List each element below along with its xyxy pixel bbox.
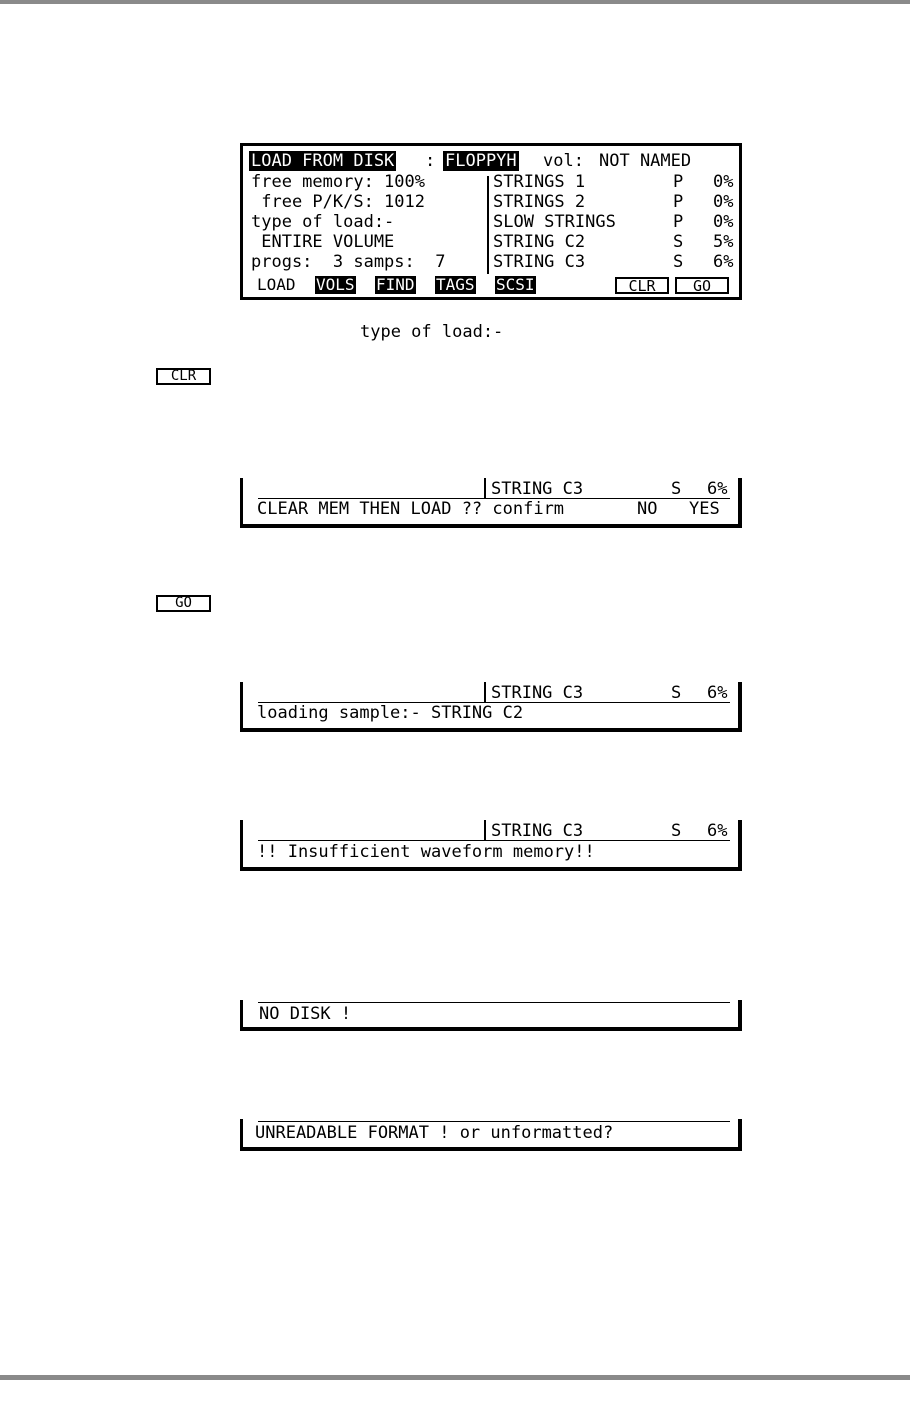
type-of-load-value[interactable]: ENTIRE VOLUME <box>251 232 395 252</box>
volume-item-list: STRINGS 1 P 0% STRINGS 2 P 0% SLOW STRIN… <box>243 172 739 1206</box>
softkey-clr[interactable]: CLR <box>615 277 669 294</box>
no-disk-display: NO DISK ! <box>240 1000 742 1031</box>
bottom-rule <box>0 1375 910 1380</box>
item-name: STRINGS 2 <box>493 192 586 212</box>
item-percent: 0% <box>713 172 734 192</box>
header-item-percent: 6% <box>707 821 728 841</box>
item-type: P <box>673 212 684 232</box>
insufficient-memory-display: STRING C3 S 6% !! Insufficient waveform … <box>240 820 742 871</box>
softkey-find[interactable]: FIND <box>375 275 416 294</box>
drive-name[interactable]: FLOPPYH <box>443 151 519 171</box>
header-item-type: S <box>671 683 682 703</box>
type-of-load-label: type of load:- <box>251 212 395 232</box>
list-item[interactable]: STRINGS 2 P 0% <box>243 192 739 746</box>
header-item-name: STRING C3 <box>491 683 584 703</box>
loading-display: STRING C3 S 6% loading sample:- STRING C… <box>240 682 742 732</box>
item-type: S <box>673 232 684 252</box>
unreadable-format-display: UNREADABLE FORMAT ! or unformatted? <box>240 1119 742 1151</box>
progs-samps-count: progs: 3 samps: 7 <box>251 252 446 272</box>
column-divider <box>487 176 489 274</box>
item-percent: 6% <box>713 252 734 272</box>
header-divider <box>484 478 486 498</box>
list-item[interactable]: SLOW STRINGS P 0% <box>243 212 739 886</box>
list-item[interactable]: STRINGS 1 P 0% <box>243 172 739 606</box>
no-option[interactable]: NO <box>637 499 658 519</box>
type-of-load-caption: type of load:- <box>360 322 504 342</box>
header-item-percent: 6% <box>707 479 728 499</box>
item-name: STRING C3 <box>493 252 586 272</box>
header-divider <box>484 682 486 702</box>
loading-message: loading sample:- STRING C2 <box>257 703 524 723</box>
vol-name: NOT NAMED <box>599 151 692 171</box>
header-underline <box>258 840 730 841</box>
header-divider <box>484 820 486 840</box>
go-button[interactable]: GO <box>156 595 211 612</box>
item-percent: 0% <box>713 192 734 212</box>
item-name: SLOW STRINGS <box>493 212 616 232</box>
free-memory: free memory: 100% <box>251 172 425 192</box>
header-item-type: S <box>671 479 682 499</box>
item-name: STRINGS 1 <box>493 172 586 192</box>
confirm-display: STRING C3 S 6% CLEAR MEM THEN LOAD ?? co… <box>240 478 742 528</box>
yes-option[interactable]: YES <box>689 499 720 519</box>
item-type: P <box>673 192 684 212</box>
free-pks: free P/K/S: 1012 <box>251 192 425 212</box>
header-item-name: STRING C3 <box>491 479 584 499</box>
header-item-type: S <box>671 821 682 841</box>
header-item-name: STRING C3 <box>491 821 584 841</box>
unreadable-format-message: UNREADABLE FORMAT ! or unformatted? <box>255 1123 614 1143</box>
softkey-vols[interactable]: VOLS <box>315 275 356 294</box>
item-percent: 0% <box>713 212 734 232</box>
list-item[interactable]: STRING C2 S 5% <box>243 232 739 1026</box>
softkey-go[interactable]: GO <box>675 277 729 294</box>
header-underline <box>258 702 730 703</box>
softkey-load[interactable]: LOAD <box>257 275 296 294</box>
load-from-disk-screen: LOAD FROM DISK : FLOPPYH vol: NOT NAMED … <box>240 143 742 300</box>
item-type: S <box>673 252 684 272</box>
softkey-tags[interactable]: TAGS <box>435 275 476 294</box>
top-line <box>258 1002 730 1003</box>
clr-button[interactable]: CLR <box>156 368 211 385</box>
softkey-scsi[interactable]: SCSI <box>495 275 536 294</box>
top-rule <box>0 0 910 4</box>
confirm-message: CLEAR MEM THEN LOAD ?? confirm <box>257 499 565 519</box>
title-colon: : <box>425 151 436 171</box>
vol-label: vol: <box>543 151 584 171</box>
list-item[interactable]: STRING C3 S 6% <box>243 252 739 1166</box>
item-percent: 5% <box>713 232 734 252</box>
header-underline <box>258 498 730 499</box>
item-name: STRING C2 <box>493 232 586 252</box>
screen-title: LOAD FROM DISK <box>249 151 397 171</box>
no-disk-message: NO DISK ! <box>259 1004 352 1024</box>
top-line <box>258 1121 730 1122</box>
header-item-percent: 6% <box>707 683 728 703</box>
item-type: P <box>673 172 684 192</box>
insufficient-memory-message: !! Insufficient waveform memory!! <box>257 842 595 862</box>
